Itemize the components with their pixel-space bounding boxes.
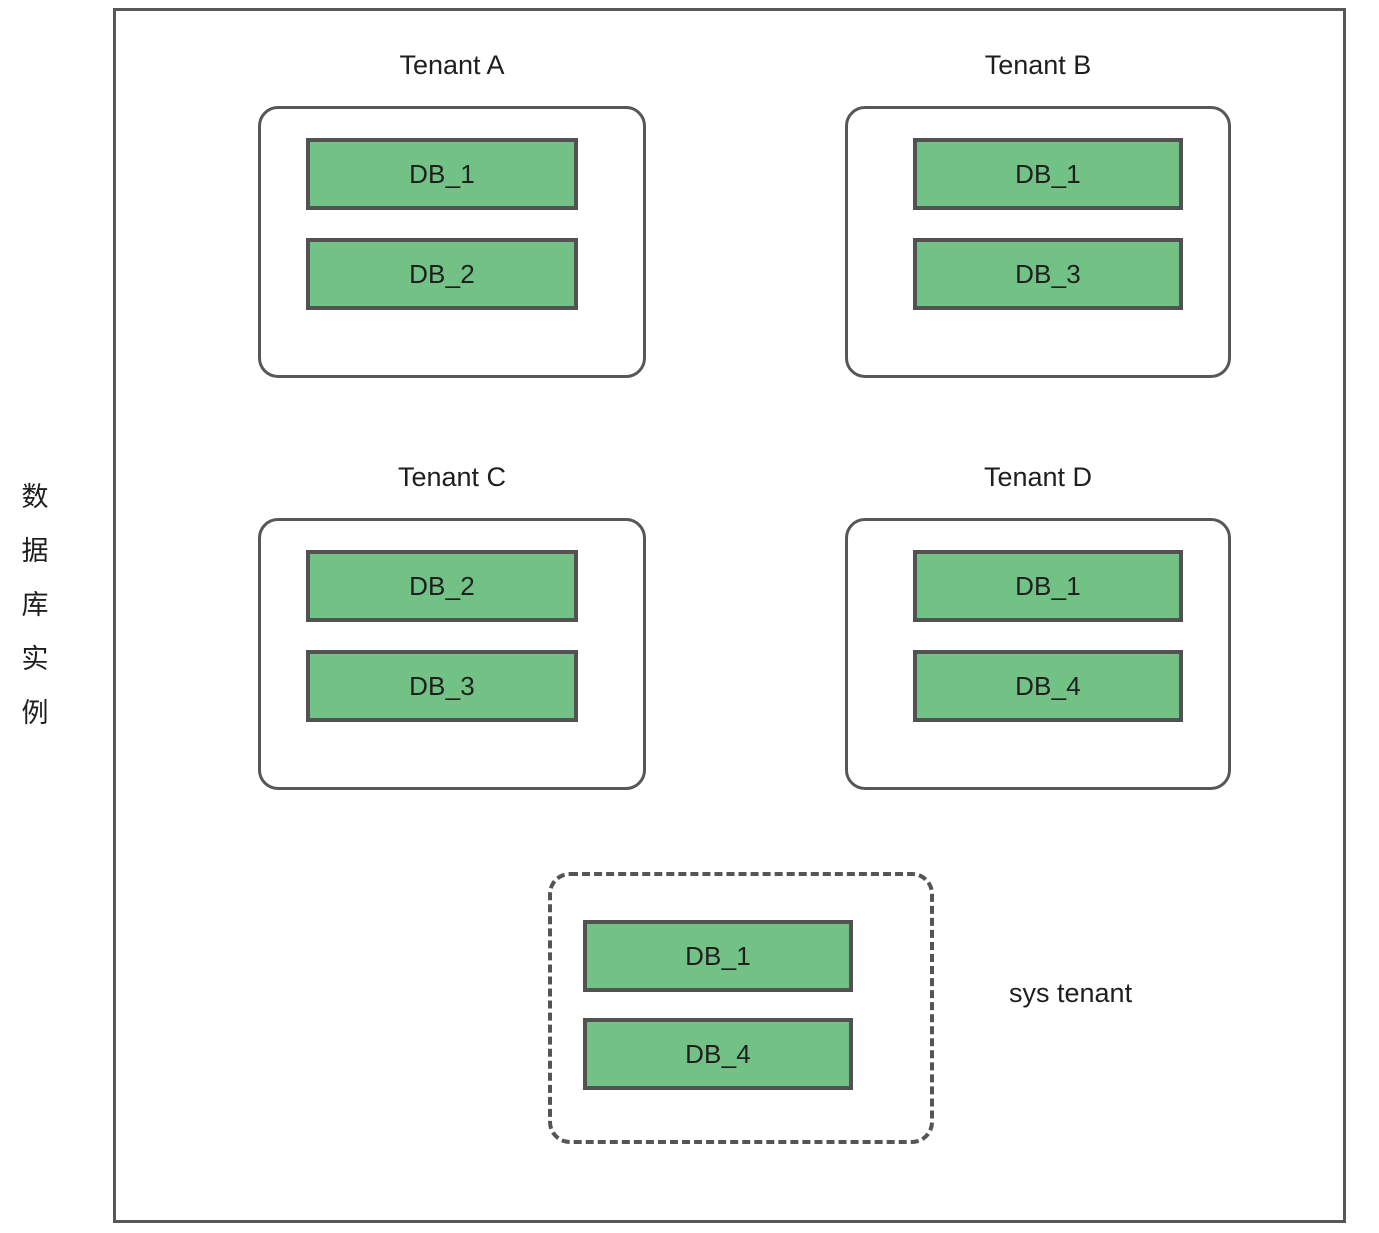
db-box[interactable]: DB_1 [306, 138, 578, 210]
db-box[interactable]: DB_1 [913, 138, 1183, 210]
tenant-group-b: Tenant B DB_1 DB_3 [845, 48, 1231, 378]
tenant-c-title: Tenant C [397, 462, 507, 492]
db-box[interactable]: DB_1 [913, 550, 1183, 622]
sys-tenant-caption: sys tenant [1009, 978, 1133, 1008]
tenant-group-c: Tenant C DB_2 DB_3 [258, 460, 646, 790]
tenant-a-title: Tenant A [399, 50, 505, 80]
tenant-a-box[interactable]: DB_1 DB_2 [258, 106, 646, 378]
tenant-d-title: Tenant D [983, 462, 1093, 492]
db-box[interactable]: DB_3 [913, 238, 1183, 310]
db-box[interactable]: DB_2 [306, 550, 578, 622]
sys-tenant-box[interactable]: DB_1 DB_4 [548, 872, 934, 1144]
tenant-group-d: Tenant D DB_1 DB_4 [845, 460, 1231, 790]
tenant-group-sys: DB_1 DB_4 [548, 872, 934, 1144]
tenant-group-a: Tenant A DB_1 DB_2 [258, 48, 646, 378]
tenant-d-box[interactable]: DB_1 DB_4 [845, 518, 1231, 790]
db-box[interactable]: DB_1 [583, 920, 853, 992]
tenant-b-title: Tenant B [984, 50, 1092, 80]
tenant-c-box[interactable]: DB_2 DB_3 [258, 518, 646, 790]
instance-vertical-label: 数 据 库 实 例 [21, 482, 49, 728]
db-box[interactable]: DB_2 [306, 238, 578, 310]
db-box[interactable]: DB_4 [583, 1018, 853, 1090]
tenant-b-box[interactable]: DB_1 DB_3 [845, 106, 1231, 378]
database-instance-frame [113, 8, 1346, 1223]
db-box[interactable]: DB_3 [306, 650, 578, 722]
db-box[interactable]: DB_4 [913, 650, 1183, 722]
